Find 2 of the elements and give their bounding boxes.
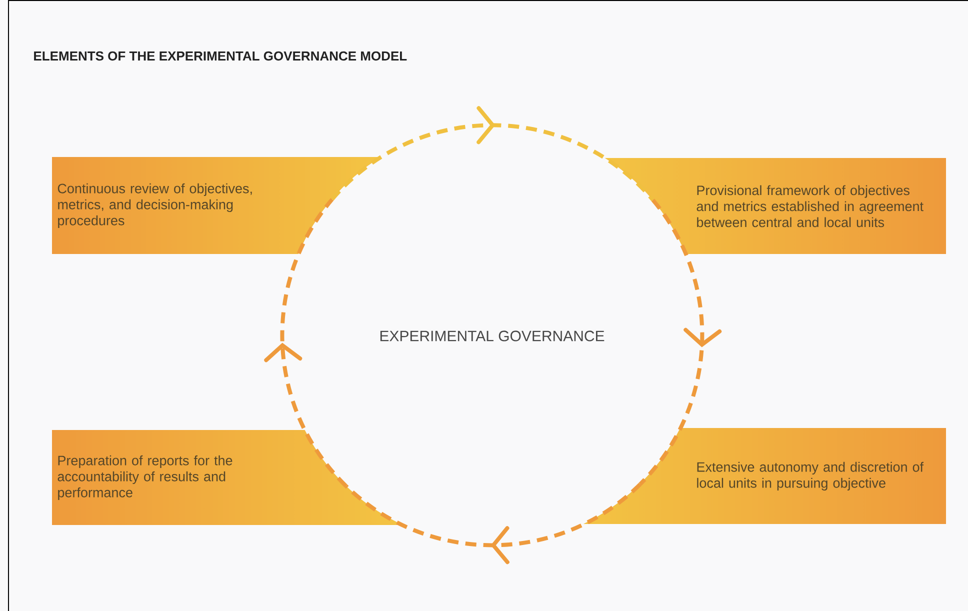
title: ELEMENTS OF THE EXPERIMENTAL GOVERNANCE MODEL <box>34 51 407 61</box>
center-label: EXPERIMENTAL GOVERNANCE <box>380 330 604 342</box>
